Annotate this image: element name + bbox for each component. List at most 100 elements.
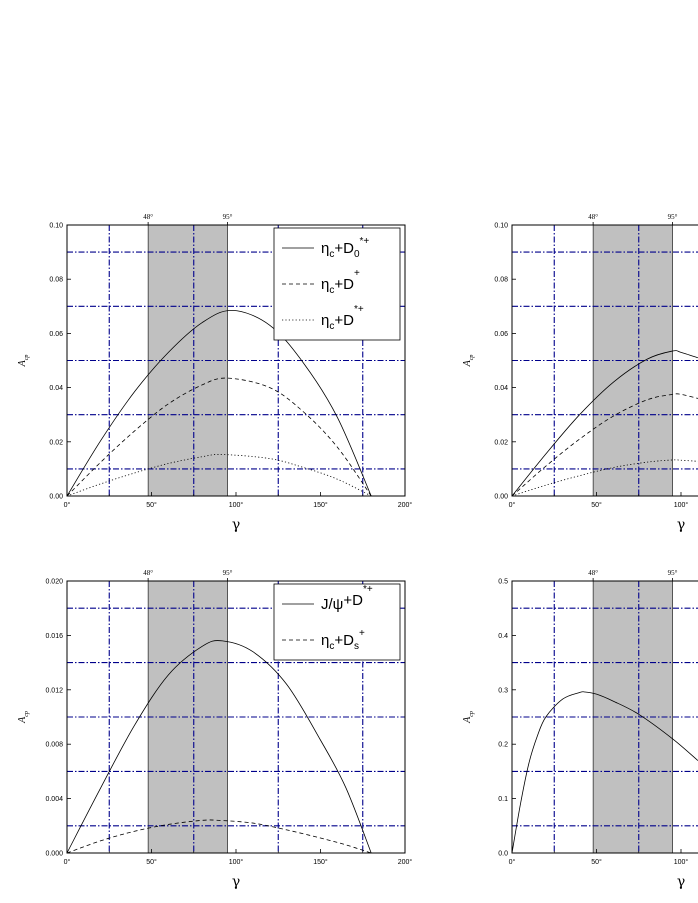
x-tick-label: 0° — [64, 501, 71, 509]
series-line-dashed — [512, 393, 698, 496]
top-tick-label: 95° — [668, 213, 678, 221]
y-axis-label-main: A — [17, 716, 28, 724]
y-tick-label: 0.00 — [494, 494, 508, 501]
y-tick-label: 0.00 — [49, 494, 63, 501]
plot-area — [67, 225, 405, 496]
legend-name: η — [321, 240, 329, 257]
top-tick-label: 48° — [588, 569, 598, 577]
y-tick-label: 0.10 — [494, 223, 508, 230]
y-tick-label: 0.004 — [45, 796, 63, 803]
series-line-dashed — [67, 819, 372, 853]
top-tick-label: 48° — [143, 569, 153, 577]
x-tick-label: 100° — [229, 501, 244, 509]
legend-sup: + — [359, 628, 365, 639]
x-tick-label: 150° — [313, 501, 328, 509]
series-line-solid — [67, 309, 372, 496]
top-tick-label: 48° — [143, 213, 153, 221]
plot-area — [512, 225, 698, 496]
legend-name: η — [321, 632, 329, 649]
y-tick-label: 0.08 — [494, 277, 508, 284]
y-tick-label: 0.012 — [45, 687, 63, 694]
legend-sub2: 0 — [354, 249, 360, 260]
legend-tail: +D — [334, 240, 354, 257]
x-tick-label: 100° — [674, 858, 689, 866]
x-axis-label: γ — [677, 874, 685, 890]
legend-box — [273, 227, 401, 341]
y-tick-label: 0.02 — [494, 439, 508, 446]
legend-sup: + — [354, 268, 360, 279]
y-axis-label: Acp — [462, 355, 475, 368]
legend-sub: c — [329, 321, 334, 332]
y-axis-label-main: A — [462, 359, 473, 367]
y-axis-label: Acp — [17, 711, 30, 724]
y-tick-label: 0.0 — [498, 851, 508, 858]
y-axis-label-sub: cp — [24, 711, 30, 717]
series-line-dashed — [67, 377, 372, 496]
top-tick-label: 95° — [223, 569, 233, 577]
legend-sub: c — [329, 249, 334, 260]
x-tick-label: 100° — [229, 858, 244, 866]
legend-name: J/ψ — [321, 596, 343, 613]
legend-tail: +D — [334, 632, 354, 649]
top-tick-label: 48° — [588, 213, 598, 221]
y-axis-label-sub: cp — [24, 355, 30, 361]
y-tick-label: 0.020 — [45, 579, 63, 586]
y-tick-label: 0.06 — [494, 331, 508, 338]
series-line-dotted — [512, 459, 698, 496]
legend-label: ηc+D0*+ — [321, 236, 369, 260]
y-tick-label: 0.02 — [49, 439, 63, 446]
x-tick-label: 0° — [64, 858, 71, 866]
y-axis-label: Acp — [17, 355, 30, 368]
legend-box — [273, 583, 401, 661]
series-line-solid — [67, 640, 372, 853]
x-tick-label: 50° — [591, 858, 602, 866]
x-tick-label: 200° — [398, 501, 413, 509]
x-tick-label: 0° — [509, 858, 516, 866]
chart-panel-top-left: 0° 50° 100° 150° 200° 0.00 0.02 0.04 0.06 0.08 0.1… — [17, 213, 412, 533]
series-line-dotted — [67, 454, 372, 496]
plot-area — [512, 581, 698, 853]
y-tick-label: 0.04 — [494, 385, 508, 392]
y-tick-label: 0.4 — [498, 633, 508, 640]
x-tick-label: 200° — [398, 858, 413, 866]
chart-panel-top-right: 0°50°100°150°200°0.000.020.040.060.080.1… — [462, 213, 698, 533]
x-tick-label: 150° — [313, 858, 328, 866]
legend-label: ηc+D+ — [321, 268, 360, 296]
x-tick-label: 50° — [146, 501, 157, 509]
y-tick-label: 0.06 — [49, 331, 63, 338]
legend-sup: *+ — [360, 236, 370, 247]
y-tick-label: 0.04 — [49, 385, 63, 392]
y-axis-label-main: A — [462, 716, 473, 724]
x-axis-label: γ — [232, 517, 240, 533]
top-tick-label: 95° — [668, 569, 678, 577]
x-tick-label: 100° — [674, 501, 689, 509]
legend-sub2: s — [354, 641, 359, 652]
y-tick-label: 0.1 — [498, 796, 508, 803]
y-axis-label-sub: cp — [469, 355, 475, 361]
legend: J/ψ +D *+ ηc+Ds+ — [273, 583, 401, 661]
legend-tail: +D — [334, 312, 354, 329]
legend-sup: *+ — [363, 584, 373, 595]
y-tick-label: 0.3 — [498, 687, 508, 694]
y-axis-label-main: A — [17, 359, 28, 367]
legend-sup: *+ — [354, 304, 364, 315]
chart-panel-bottom-left: 0°50°100°150°200°0.0000.0040.0080.0120.0… — [17, 569, 412, 890]
y-tick-label: 0.2 — [498, 742, 508, 749]
legend-name: η — [321, 276, 329, 293]
x-tick-label: 50° — [591, 501, 602, 509]
y-tick-label: 0.08 — [49, 277, 63, 284]
legend-sub: c — [329, 285, 334, 296]
y-axis-label: Acp — [462, 711, 475, 724]
y-tick-label: 0.016 — [45, 633, 63, 640]
y-axis-label-sub: cp — [469, 711, 475, 717]
top-tick-label: 95° — [223, 213, 233, 221]
chart-panel-bottom-right: 0°50°100°150°200°0.00.10.20.30.40.548°95… — [462, 569, 698, 890]
x-axis-label: γ — [232, 874, 240, 890]
legend-label: ηc+D*+ — [321, 304, 364, 332]
y-tick-label: 0.5 — [498, 579, 508, 586]
legend-label: ηc+Ds+ — [321, 628, 365, 652]
legend: ηc+D0*+ηc+D+ηc+D*+ — [273, 227, 401, 341]
y-tick-label: 0.000 — [45, 851, 63, 858]
y-tick-label: 0.10 — [49, 223, 63, 230]
